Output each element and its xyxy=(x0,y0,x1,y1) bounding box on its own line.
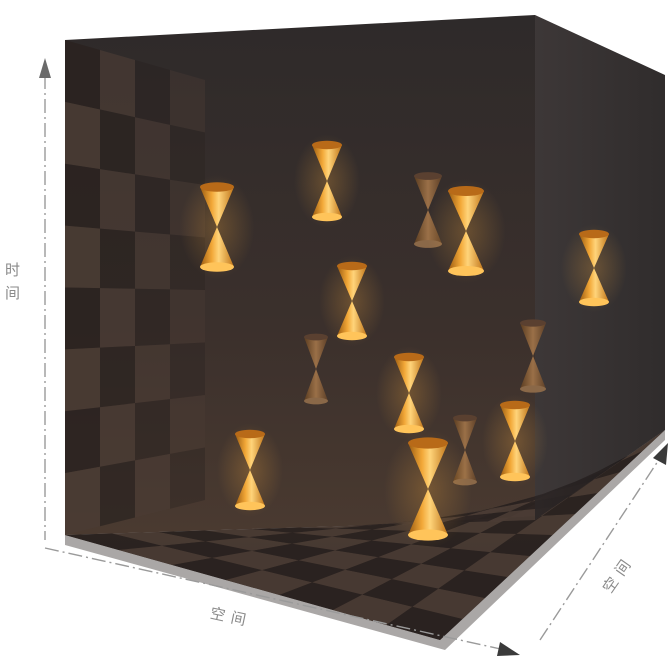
light-cone-icon xyxy=(561,224,627,312)
wall-checker-tile xyxy=(135,232,170,290)
wall-checker-tile xyxy=(135,289,170,346)
wall-checker-tile xyxy=(100,460,135,526)
wall-checker-tile xyxy=(135,60,170,125)
wall-checker-tile xyxy=(100,229,135,289)
arrowhead-icon xyxy=(39,58,51,78)
wall-checker-tile xyxy=(170,395,205,454)
wall-checker-tile xyxy=(170,70,205,133)
wall-checker-tile xyxy=(65,40,100,110)
wall-checker-tile xyxy=(65,164,100,229)
light-cone-icon xyxy=(180,175,255,279)
wall-checker-tile xyxy=(170,289,205,344)
light-cone-icon xyxy=(376,346,442,440)
wall-checker-tile xyxy=(135,399,170,460)
time-axis-label: 时间 xyxy=(3,262,21,308)
wall-checker-tile xyxy=(170,343,205,400)
light-cone-icon xyxy=(426,179,505,283)
light-cone-icon xyxy=(482,394,548,488)
left-checker-wall xyxy=(65,40,205,535)
wall-checker-tile xyxy=(135,454,170,518)
time-axis: 时间 xyxy=(3,58,51,540)
wall-checker-tile xyxy=(100,169,135,232)
wall-checker-tile xyxy=(65,288,100,350)
light-cone-icon xyxy=(294,134,360,228)
wall-checker-tile xyxy=(100,403,135,467)
wall-checker-tile xyxy=(65,348,100,412)
wall-checker-tile xyxy=(170,125,205,185)
wall-checker-tile xyxy=(100,50,135,117)
light-cone-icon xyxy=(384,429,472,549)
side-space-axis-label: 空间 xyxy=(599,552,638,597)
arrowhead-icon xyxy=(497,642,520,656)
wall-checker-tile xyxy=(65,407,100,473)
wall-checker-tile xyxy=(135,174,170,234)
light-cone-icon xyxy=(319,256,385,347)
wall-checker-tile xyxy=(135,344,170,403)
wall-checker-tile xyxy=(135,117,170,180)
front-space-axis-label: 空间 xyxy=(209,604,254,630)
wall-checker-tile xyxy=(100,288,135,348)
light-cone-icon xyxy=(217,423,283,517)
wall-checker-tile xyxy=(100,110,135,175)
wall-checker-tile xyxy=(65,226,100,289)
wall-checker-tile xyxy=(65,102,100,169)
wall-checker-tile xyxy=(100,346,135,407)
wall-checker-tile xyxy=(65,467,100,535)
wall-checker-tile xyxy=(170,448,205,509)
